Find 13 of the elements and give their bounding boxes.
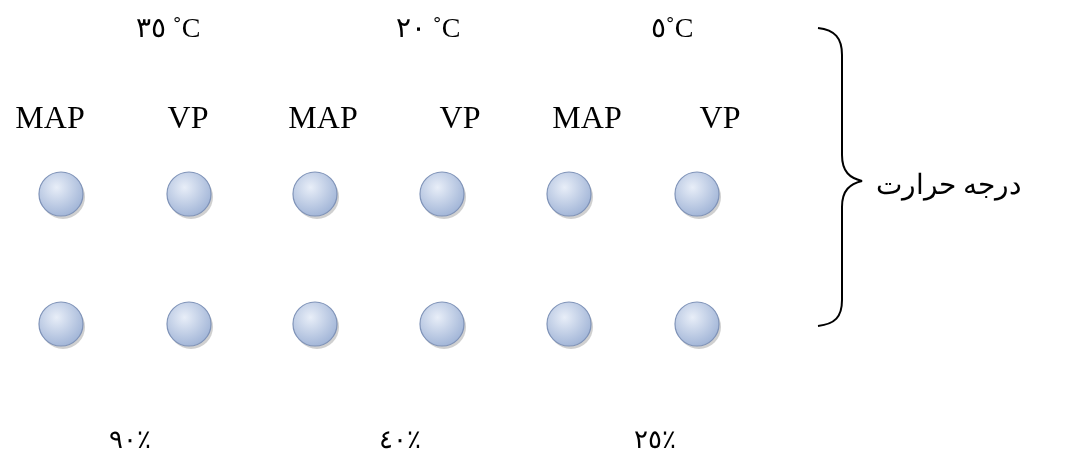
axis-title: درجه حرارت <box>875 171 1021 199</box>
sample-type-label: VP <box>439 101 481 133</box>
humidity-label: ٢٥٪ <box>634 427 676 453</box>
sample-type-label: MAP <box>552 101 622 133</box>
sample-type-label: VP <box>699 101 741 133</box>
temperature-label: ٣٥ ˚C <box>135 14 201 42</box>
sample-type-label: VP <box>167 101 209 133</box>
humidity-label: ٩٠٪ <box>109 427 151 453</box>
sample-type-label: MAP <box>288 101 358 133</box>
temperature-label: ٢٠ ˚C <box>395 14 461 42</box>
sample-type-label: MAP <box>15 101 85 133</box>
humidity-label: ٤٠٪ <box>379 427 421 453</box>
temperature-label: ٥˚C <box>650 14 694 42</box>
